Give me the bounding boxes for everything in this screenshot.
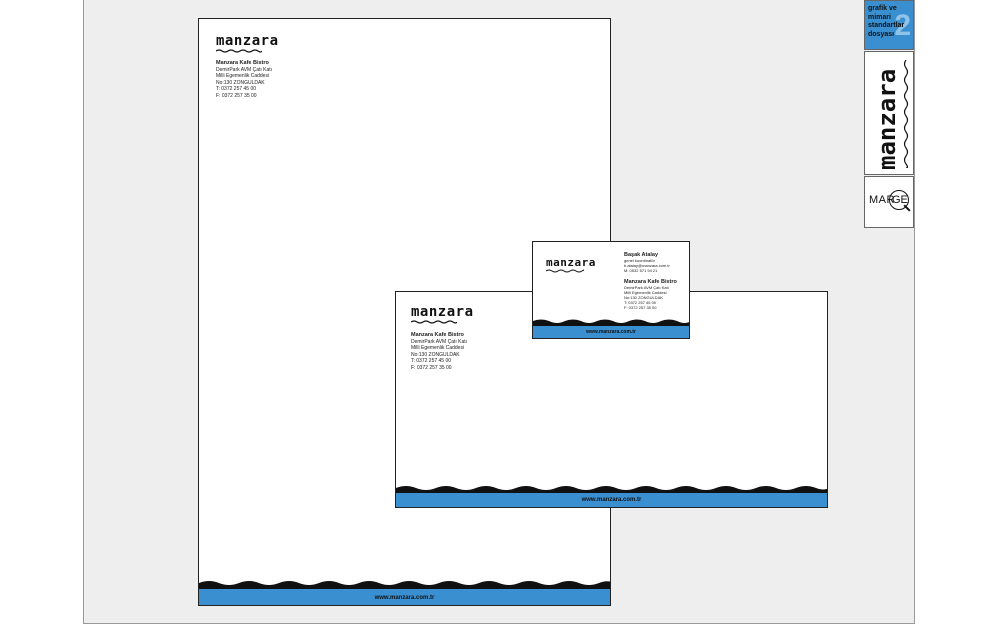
section-title-line: standartlar <box>868 22 905 29</box>
envelope-company: Manzara Kafe Bistro <box>411 332 464 338</box>
envelope-website: www.manzara.com.tr <box>581 497 642 503</box>
business-card: manzara Başak Atalay genel koordinatör b… <box>532 241 690 339</box>
card-line: DemirPark AVM Çatı Katı <box>624 285 669 290</box>
wave-icon <box>216 49 262 53</box>
wave-icon <box>903 60 909 168</box>
card-line: T: 0372 257 45 00 <box>624 300 657 305</box>
magnifier-icon <box>889 190 909 210</box>
section-title: grafik ve mimari standartlar dosyası <box>868 5 904 39</box>
envelope-line: T: 0372 257 45 00 <box>411 358 452 364</box>
section-title-line: dosyası <box>868 30 895 38</box>
card-logo: manzara <box>546 256 596 273</box>
letterhead-logo-text: manzara <box>216 33 279 49</box>
section-title-line: grafik ve <box>868 5 897 12</box>
card-line: F: 0372 257 35 00 <box>624 305 657 310</box>
envelope-footer: www.manzara.com.tr <box>396 490 827 507</box>
section-title-line: mimari <box>868 13 891 21</box>
section-number: 2 <box>894 9 911 42</box>
card-email: b.atalay@manzara.com.tr <box>624 263 670 268</box>
presentation-board: manzara Manzara Kafe Bistro DemirPark AV… <box>83 0 915 624</box>
envelope-line: F: 0372 257 35 00 <box>411 364 452 371</box>
card-name: Başak Atalay <box>624 252 659 258</box>
letterhead-address: Manzara Kafe Bistro DemirPark AVM Çatı K… <box>216 60 272 99</box>
envelope-line: No:130 ZONGULDAK <box>411 351 460 358</box>
card-title: genel koordinatör <box>624 258 655 263</box>
envelope-waves <box>396 486 827 493</box>
vertical-logo-panel: manzara <box>864 51 914 175</box>
card-company: Manzara Kafe Bistro <box>624 279 677 285</box>
letterhead-line: DemirPark AVM Çatı Katı <box>216 66 273 73</box>
card-logo-text: manzara <box>546 256 596 269</box>
card-footer: www.manzara.com.tr <box>533 323 689 338</box>
card-contact: Başak Atalay genel koordinatör b.atalay@… <box>624 252 670 273</box>
vertical-logo: manzara <box>873 68 901 170</box>
envelope-logo: manzara <box>411 304 474 324</box>
letterhead-line: Milli Egemenlik Caddesi <box>216 73 270 79</box>
letterhead-line: T: 0372 257 45 00 <box>216 86 257 92</box>
section-tag: 2 grafik ve mimari standartlar dosyası <box>864 0 914 50</box>
wave-icon <box>546 269 584 273</box>
envelope-logo-text: manzara <box>411 304 474 320</box>
wave-icon <box>411 320 457 324</box>
card-line: No:130 ZONGULDAK <box>624 295 663 300</box>
card-website: www.manzara.com.tr <box>586 329 636 335</box>
envelope-address: Manzara Kafe Bistro DemirPark AVM Çatı K… <box>411 332 467 371</box>
letterhead-company: Manzara Kafe Bistro <box>216 60 269 66</box>
envelope-line: Milli Egemenlik Caddesi <box>411 345 465 351</box>
card-line: Milli Egemenlik Caddesi <box>624 290 667 295</box>
letterhead-waves <box>199 581 610 589</box>
card-address: Manzara Kafe Bistro DemirPark AVM Çatı K… <box>624 279 677 310</box>
card-waves <box>533 319 689 326</box>
letterhead-line: F: 0372 257 35 00 <box>216 92 257 99</box>
letterhead-website: www.manzara.com.tr <box>374 595 435 601</box>
letterhead-footer: www.manzara.com.tr <box>199 586 610 605</box>
marge-logo-right: GE <box>892 194 908 206</box>
marge-logo-left: MAR <box>869 194 895 206</box>
card-mobile: M: 0532 571 94 21 <box>624 268 658 273</box>
letterhead-line: No:130 ZONGULDAK <box>216 79 265 86</box>
envelope-line: DemirPark AVM Çatı Katı <box>411 338 468 345</box>
marge-logo-panel: MAR GE <box>864 176 914 228</box>
letterhead-logo: manzara <box>216 33 279 53</box>
